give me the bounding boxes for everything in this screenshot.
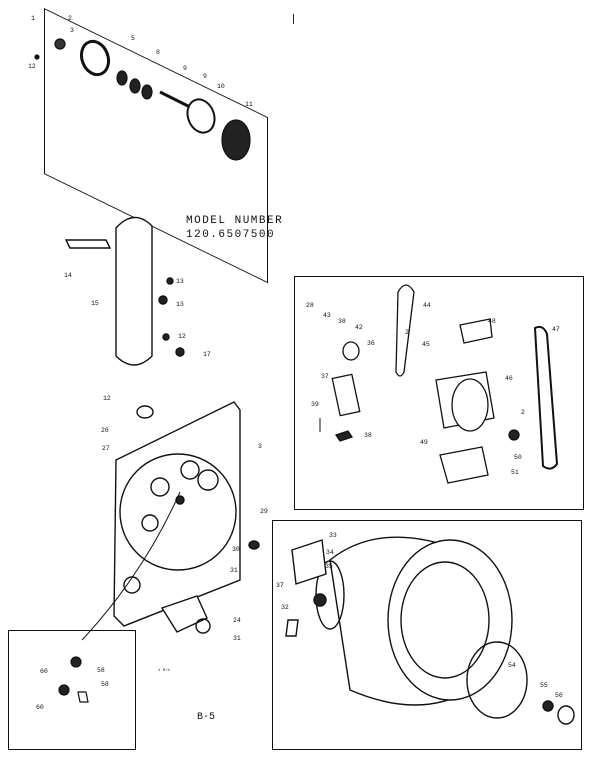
callout-47: 47 [552,326,560,333]
callout-13: 13 [176,278,184,285]
drum-assembly [285,536,575,725]
callout-15: 15 [91,300,99,307]
callout-49: 49 [420,439,428,446]
callout-13b: 13 [176,301,184,308]
callout-38: 38 [338,318,346,325]
callout-2c: 2 [521,409,525,416]
callout-27: 27 [102,445,110,452]
bearing-part-2 [129,78,141,94]
screw-part [34,54,40,60]
page-code: B-5 [197,712,216,723]
callout-38b: 38 [364,432,372,439]
callout-43: 43 [323,312,331,319]
callout-2b: 2 [405,329,409,336]
inset-parts [58,656,89,703]
scan-tick-mark [293,14,294,24]
callout-39: 39 [311,401,319,408]
callout-12c: 12 [103,395,111,402]
callout-26: 26 [101,427,109,434]
callout-36: 36 [367,340,375,347]
callout-58: 58 [97,667,105,674]
callout-34: 34 [326,549,334,556]
callout-37b: 37 [276,582,284,589]
callout-14: 14 [64,272,72,279]
callout-1: 1 [31,15,35,22]
callout-60b: 60 [36,704,44,711]
bearing-part [116,70,128,86]
callout-17: 17 [203,351,211,358]
bearing-part-3 [141,84,153,100]
callout-5: 5 [131,35,135,42]
callout-10: 10 [217,83,225,90]
callout-3b: 3 [258,443,262,450]
callout-32: 32 [281,604,289,611]
callout-33: 33 [329,532,337,539]
callout-9b: 9 [203,73,207,80]
bearing-cup-part [54,38,66,50]
model-number-value: 120.6507500 [186,229,276,241]
pulley-disc-part [186,98,216,134]
callout-50: 50 [514,454,522,461]
callout-31b: 31 [233,635,241,642]
small-print-mark: 1 6/1 [158,669,171,673]
inset-panel [8,630,136,750]
drum-panel [272,520,582,750]
exhaust-duct [64,216,185,366]
callout-42: 42 [355,324,363,331]
model-heading-label: MODEL NUMBER [186,215,284,227]
callout-35: 35 [325,563,333,570]
shaft-part [159,90,189,108]
model-number-heading: MODEL NUMBER 120.6507500 [186,214,283,242]
callout-48: 48 [488,318,496,325]
blower-wheel-part [221,119,251,161]
callout-44: 44 [423,302,431,309]
motor-parts [319,284,559,484]
callout-58b: 58 [101,681,109,688]
bearing-assembly-parts [34,38,251,161]
callout-55: 55 [540,682,548,689]
callout-46: 46 [505,375,513,382]
callout-30: 30 [232,546,240,553]
callout-56: 56 [555,692,563,699]
callout-24: 24 [233,617,241,624]
callout-31: 31 [230,567,238,574]
front-bulkhead [81,401,260,641]
callout-12b: 12 [178,333,186,340]
bearing-ring-part [79,39,111,77]
callout-11: 11 [245,101,253,108]
callout-3: 3 [70,27,74,34]
callout-51: 51 [511,469,519,476]
callout-54: 54 [508,662,516,669]
callout-29: 29 [260,508,268,515]
callout-9: 9 [183,65,187,72]
callout-60: 60 [40,668,48,675]
callout-8: 8 [156,49,160,56]
callout-45: 45 [422,341,430,348]
callout-28: 28 [306,302,314,309]
motor-panel [294,276,584,510]
callout-2: 2 [68,15,72,22]
callout-12: 12 [28,63,36,70]
callout-37: 37 [321,373,329,380]
